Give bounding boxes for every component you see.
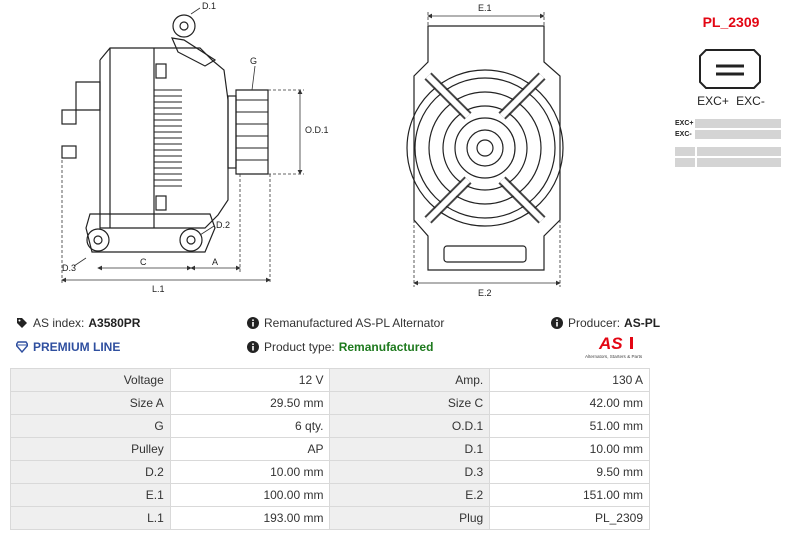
spec-label: Pulley	[10, 437, 171, 461]
product-type-label: Product type:	[264, 340, 335, 354]
pin-row	[675, 147, 781, 156]
producer: Producer: AS-PL	[551, 316, 660, 330]
dim-label-d2: D.2	[216, 220, 230, 230]
spec-label: Plug	[329, 506, 491, 530]
spec-label: L.1	[10, 506, 171, 530]
spec-value: 42.00 mm	[489, 391, 650, 415]
side-view	[61, 14, 269, 253]
front-view	[406, 25, 564, 271]
spec-value: 193.00 mm	[169, 506, 331, 530]
spec-label: Size A	[10, 391, 171, 415]
dim-label-od1: O.D.1	[305, 125, 329, 135]
spec-value: 100.00 mm	[169, 483, 331, 507]
alternator-technical-drawing: D.1 G O.D.1 D.2 D.3 C A L.1 E.1 E.2	[61, 1, 761, 298]
info-icon	[247, 317, 259, 329]
pin-row	[675, 158, 781, 167]
plug-pin-table: EXC+ EXC-	[675, 119, 781, 169]
spec-label: O.D.1	[329, 414, 491, 438]
spec-label: Amp.	[329, 368, 491, 392]
pin-value-bar	[697, 147, 781, 156]
logo-bar	[630, 337, 633, 349]
spec-value: 151.00 mm	[489, 483, 650, 507]
info-icon	[247, 341, 259, 353]
logo-mark: AS	[598, 334, 623, 353]
dim-label-a: A	[212, 257, 218, 267]
pin-value-bar	[695, 130, 781, 139]
spec-label: G	[10, 414, 171, 438]
dim-label-c: C	[140, 257, 147, 267]
pin-value-bar	[697, 158, 781, 167]
pin-row: EXC-	[675, 130, 781, 139]
premium-line: PREMIUM LINE	[16, 340, 120, 354]
as-pl-logo: AS Alternators, Starters & Parts	[585, 334, 643, 359]
spec-label: E.2	[329, 483, 491, 507]
pin-name: EXC-	[675, 131, 692, 138]
pin-row: EXC+	[675, 119, 781, 128]
description-text: Remanufactured AS-PL Alternator	[264, 316, 445, 330]
dim-label-d1: D.1	[202, 1, 216, 11]
as-index-value: A3580PR	[88, 316, 141, 330]
spec-value: 130 A	[489, 368, 650, 392]
spec-value: 10.00 mm	[169, 460, 331, 484]
pin-name-blank	[675, 147, 695, 156]
spec-value: 12 V	[169, 368, 331, 392]
diamond-icon	[16, 341, 28, 353]
dim-label-g: G	[250, 56, 257, 66]
spec-value: 10.00 mm	[489, 437, 650, 461]
producer-value: AS-PL	[624, 316, 661, 330]
producer-label: Producer:	[568, 316, 621, 330]
product-description: Remanufactured AS-PL Alternator	[247, 316, 444, 330]
premium-line-label: PREMIUM LINE	[33, 340, 121, 354]
spec-value: PL_2309	[489, 506, 650, 530]
spec-value: 51.00 mm	[489, 414, 650, 438]
spec-label: D.2	[10, 460, 171, 484]
pin-name-blank	[675, 158, 695, 167]
dim-label-l1: L.1	[152, 284, 165, 294]
spec-label: D.1	[329, 437, 491, 461]
spec-label: D.3	[329, 460, 491, 484]
spec-label: E.1	[10, 483, 171, 507]
spec-label: Size C	[329, 391, 491, 415]
pin-value-bar	[695, 119, 781, 128]
spec-value: 29.50 mm	[169, 391, 331, 415]
logo-tagline: Alternators, Starters & Parts	[585, 354, 643, 359]
as-index-label: AS index:	[33, 316, 85, 330]
spec-label: Voltage	[10, 368, 171, 392]
plug-pin-labels: EXC+ EXC-	[697, 94, 765, 108]
spec-value: AP	[169, 437, 331, 461]
plug-code: PL_2309	[702, 14, 760, 30]
spec-value: 6 qty.	[169, 414, 331, 438]
dim-label-d3: D.3	[62, 263, 76, 273]
tag-icon	[17, 318, 27, 328]
product-type: Product type: Remanufactured	[247, 340, 433, 354]
product-type-value: Remanufactured	[338, 340, 434, 354]
plug-connector-icon	[699, 49, 761, 89]
dim-label-e1: E.1	[478, 3, 492, 13]
dim-label-e2: E.2	[478, 288, 492, 298]
info-icon	[551, 317, 563, 329]
spec-value: 9.50 mm	[489, 460, 650, 484]
as-index: AS index: A3580PR	[16, 316, 140, 330]
pin-name: EXC+	[675, 120, 694, 127]
